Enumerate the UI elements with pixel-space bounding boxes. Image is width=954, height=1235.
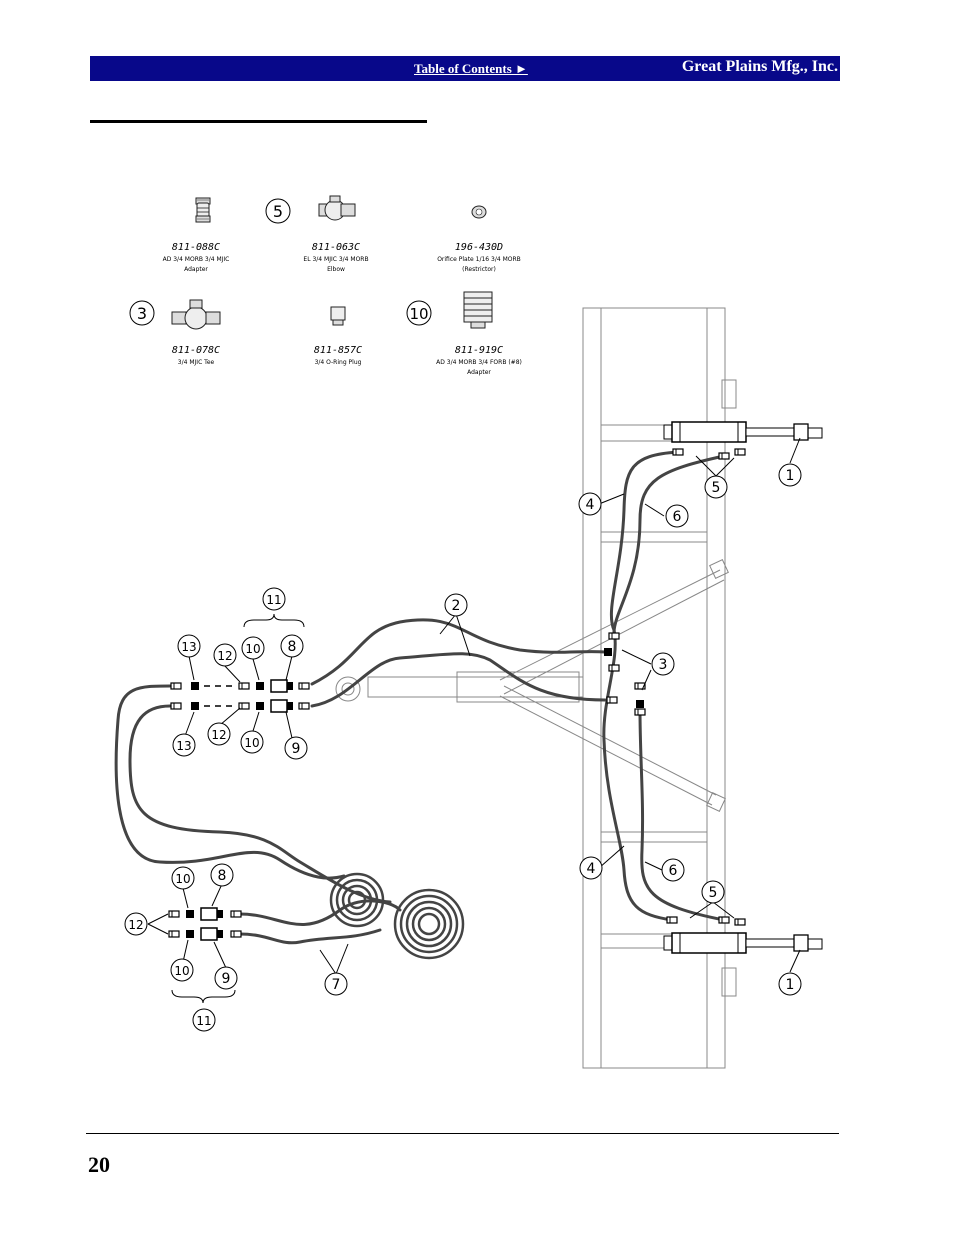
part-description: (Restrictor) [462,266,496,273]
svg-text:13: 13 [181,640,196,654]
callout-10-b: 10 [240,730,264,754]
part-number: 196-430D [455,242,503,253]
svg-text:4: 4 [586,497,595,513]
callout-circle [406,300,432,326]
svg-text:5: 5 [709,885,718,901]
svg-text:12: 12 [128,918,143,932]
callout-label: 5 [273,202,283,221]
svg-text:1: 1 [786,468,795,484]
callout-12-c: 12 [124,912,148,936]
svg-text:11: 11 [266,593,281,607]
title-rule [90,120,427,123]
svg-text:12: 12 [217,649,232,663]
fittings-frame [604,448,746,926]
callout-12-b: 12 [207,722,231,746]
svg-text:1: 1 [786,977,795,993]
part-description: Adapter [467,369,491,376]
part-number: 811-919C [455,345,503,356]
hose-coils [329,872,465,960]
svg-text:3: 3 [659,657,668,673]
header-bar: Table of Contents ► Great Plains Mfg., I… [90,56,840,81]
callout-10-a: 10 [241,636,265,660]
callout-11-top: 11 [262,587,286,611]
couplers-lower [168,907,242,941]
part-811-919C: 10 811-919C AD 3/4 MORB 3/4 FORB (#8) Ad… [406,291,522,376]
svg-text:2: 2 [452,598,461,614]
callouts: 1 1 2 3 4 4 5 5 6 6 7 8 8 9 9 10 10 10 1… [124,463,802,1032]
part-description: AD 3/4 MORB 3/4 FORB (#8) [436,359,522,366]
part-description: Elbow [327,266,345,273]
page-number: 20 [88,1152,110,1177]
callout-3: 3 [651,652,675,676]
callout-label: 10 [409,305,428,323]
part-811-088C: 811-088C AD 3/4 MORB 3/4 MJIC Adapter [163,197,230,273]
leader-lines [147,437,801,975]
callout-1-top: 1 [778,463,802,487]
svg-text:7: 7 [332,977,341,993]
callout-9-top: 9 [284,736,308,760]
callout-6-bottom: 6 [661,858,685,882]
svg-text:5: 5 [712,480,721,496]
brace-11 [171,613,305,1004]
callout-7: 7 [324,972,348,996]
svg-text:9: 9 [292,741,301,757]
svg-text:10: 10 [245,642,260,656]
svg-text:8: 8 [288,639,297,655]
svg-text:13: 13 [176,739,191,753]
part-number: 811-857C [314,345,362,356]
callout-10-c: 10 [171,866,195,890]
callout-5-bottom: 5 [701,880,725,904]
callout-circle [129,300,155,326]
part-description: 3/4 O-Ring Plug [315,359,362,366]
callout-4-top: 4 [578,492,602,516]
part-811-078C: 3 811-078C 3/4 MJIC Tee [129,299,221,366]
callout-5-top: 5 [704,475,728,499]
part-811-857C: 811-857C 3/4 O-Ring Plug [314,306,362,366]
callout-12-a: 12 [213,643,237,667]
callout-11-bottom: 11 [192,1008,216,1032]
part-811-063C: 5 811-063C EL 3/4 MJIC 3/4 MORB Elbow [265,195,369,273]
svg-text:10: 10 [174,964,189,978]
hitch-tongue [335,559,729,812]
svg-text:12: 12 [211,728,226,742]
svg-text:10: 10 [175,872,190,886]
part-number: 811-078C [172,345,220,356]
callout-13-a: 13 [177,634,201,658]
svg-text:8: 8 [218,868,227,884]
table-of-contents-link[interactable]: Table of Contents ► [414,61,528,76]
callout-9-bottom: 9 [214,966,238,990]
callout-8-bottom: 8 [210,863,234,887]
part-description: Adapter [184,266,208,273]
svg-text:9: 9 [222,971,231,987]
callout-8-top: 8 [280,634,304,658]
part-number: 811-088C [172,242,220,253]
callout-10-d: 10 [170,958,194,982]
svg-text:11: 11 [196,1014,211,1028]
hoses [114,450,726,945]
callout-6-top: 6 [665,504,689,528]
callout-4-bottom: 4 [579,856,603,880]
callout-1-bottom: 1 [778,972,802,996]
part-description: EL 3/4 MJIC 3/4 MORB [303,256,368,263]
callout-13-b: 13 [172,733,196,757]
svg-text:4: 4 [587,861,596,877]
part-description: AD 3/4 MORB 3/4 MJIC [163,256,230,263]
part-number: 811-063C [312,242,360,253]
callout-2: 2 [444,593,468,617]
part-description: Orifice Plate 1/16 3/4 MORB [437,256,521,263]
hydraulic-cylinder-top [663,421,823,443]
footer-rule [86,1133,839,1134]
callout-label: 3 [137,304,147,323]
hydraulic-cylinder-bottom [663,932,823,954]
part-description: 3/4 MJIC Tee [178,359,215,366]
svg-text:6: 6 [669,863,678,879]
couplers-upper [170,679,310,713]
svg-text:10: 10 [244,736,259,750]
part-196-430D: 196-430D Orifice Plate 1/16 3/4 MORB (Re… [437,205,521,273]
callout-circle [265,198,291,224]
company-name: Great Plains Mfg., Inc. [681,58,838,75]
svg-text:6: 6 [673,509,682,525]
